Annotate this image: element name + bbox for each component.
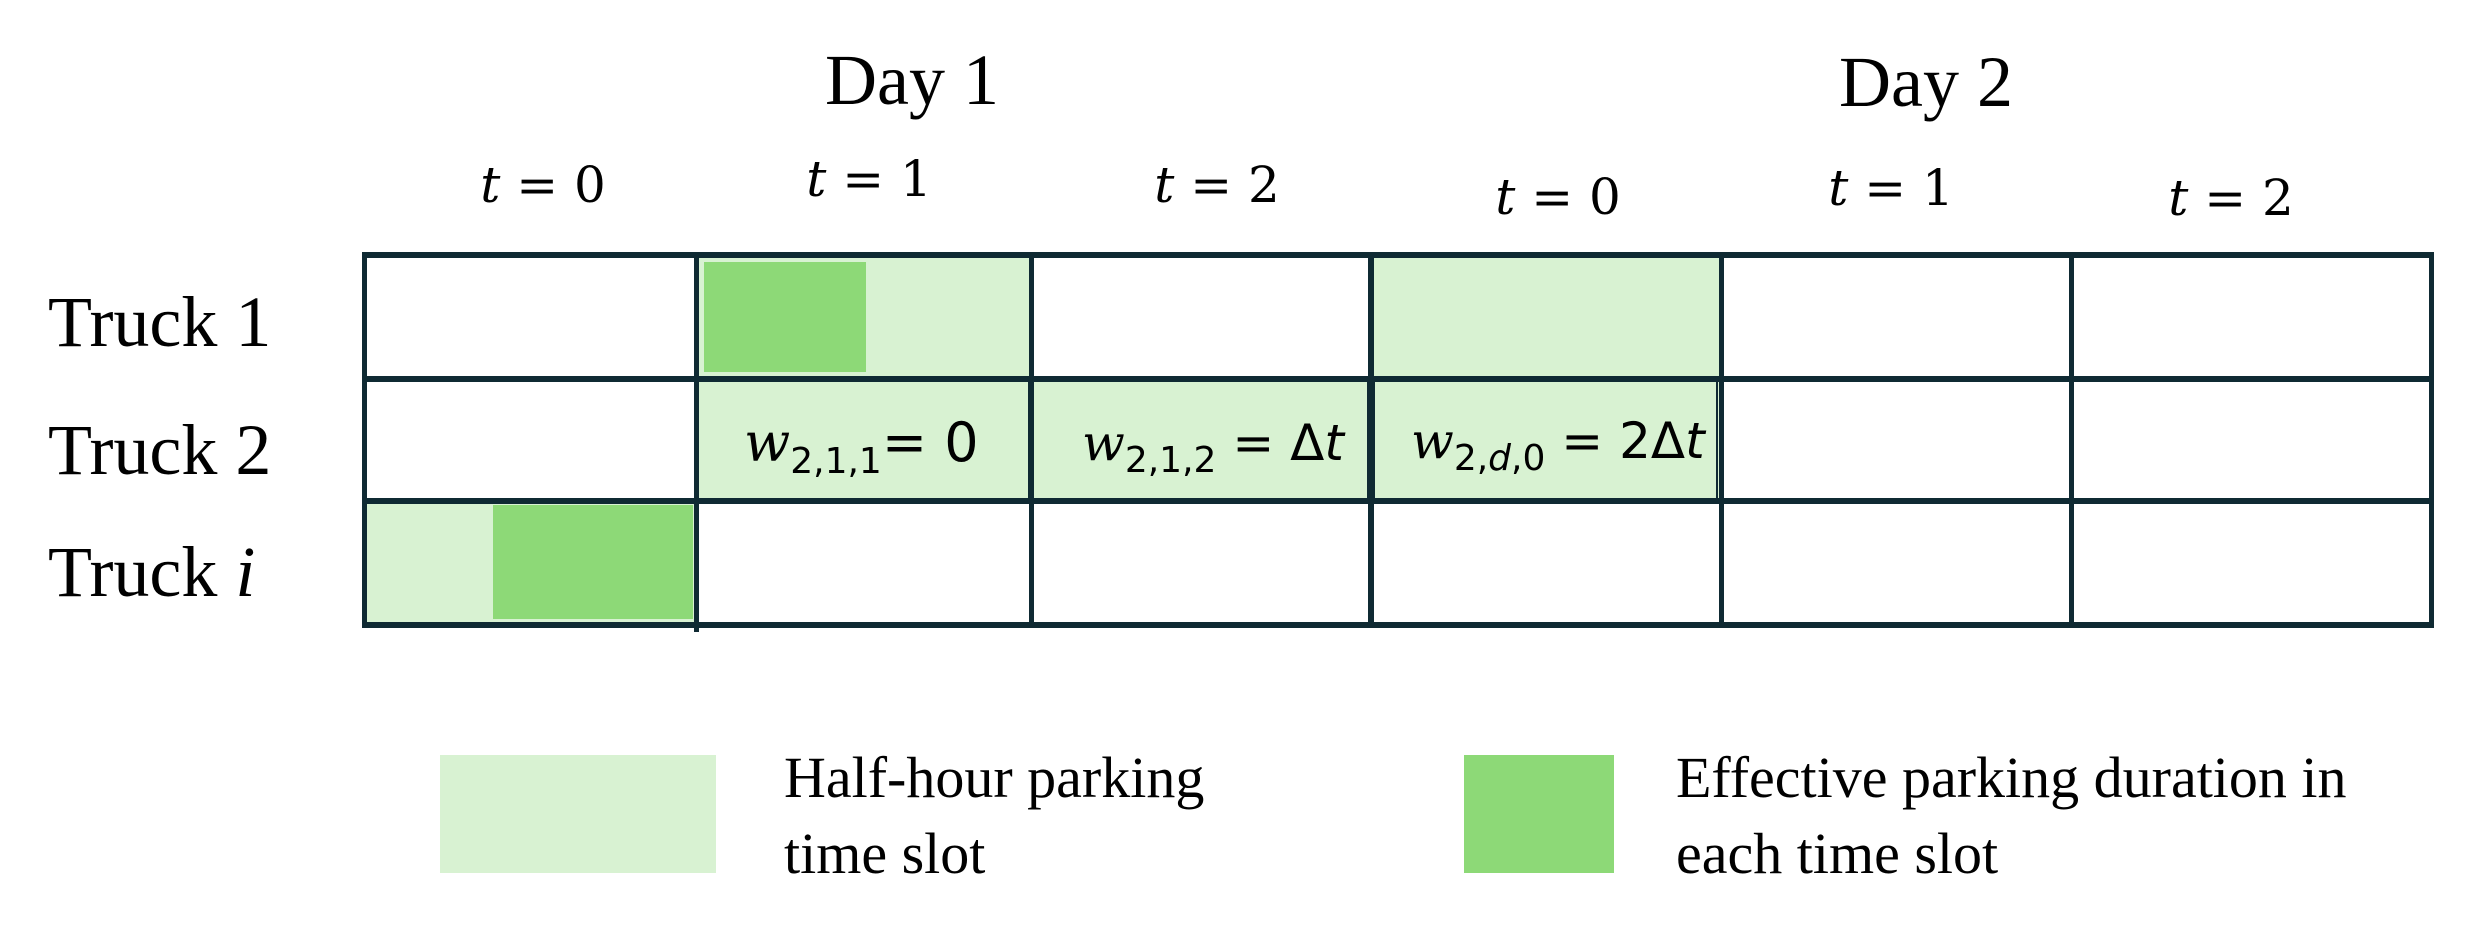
day-2-header: Day 2 (1839, 42, 2013, 122)
cell-truck2-day2-t2 (2071, 379, 2431, 501)
legend-swatch-effective-duration (1464, 755, 1614, 873)
grid-line-v1 (694, 252, 699, 632)
slot-header-day1-t1: t = 1 (806, 150, 932, 208)
cell-trucki-day2-t2 (2071, 501, 2431, 626)
legend-text-half-hour-slot: Half-hour parking time slot (784, 745, 1205, 886)
grid-line-right (2429, 252, 2434, 628)
grid-line-v4 (1719, 252, 1724, 628)
grid-line-top (362, 252, 2434, 258)
day-1-header: Day 1 (825, 40, 999, 120)
highlight-border-truck2-day1-t2 (1032, 380, 1369, 500)
cell-trucki-day2-t0 (1370, 501, 1721, 626)
grid-line-bottom (362, 622, 2434, 628)
row-label-truck-2: Truck 2 (48, 410, 272, 490)
cell-truck1-day1-t0 (364, 255, 696, 379)
cell-truck2-day1-t1 (696, 379, 1031, 501)
slot-header-day1-t2: t = 2 (1154, 156, 1280, 214)
grid-line-left (362, 252, 367, 628)
cell-truck1-day1-t2 (1031, 255, 1370, 379)
highlight-border-truck2-day2-t0 (1373, 380, 1718, 500)
slot-header-day2-t2: t = 2 (2168, 169, 2294, 227)
effective-duration-trucki-day1-t0 (493, 505, 693, 619)
formula-w212: w2,1,2 = Δt (1082, 414, 1344, 481)
legend-swatch-half-hour-slot (440, 755, 716, 873)
slot-header-day2-t0: t = 0 (1495, 168, 1621, 226)
row-label-truck-1: Truck 1 (48, 282, 272, 362)
cell-truck1-day2-t2 (2071, 255, 2431, 379)
cell-truck1-day2-t1 (1721, 255, 2071, 379)
legend-text-effective-duration: Effective parking duration in each time … (1676, 745, 2347, 886)
cell-trucki-day1-t1 (696, 501, 1031, 626)
highlight-border-truck2-day1-t1 (697, 380, 1030, 500)
slot-header-day1-t0: t = 0 (480, 156, 606, 214)
formula-w211: w2,1,1= 0 (744, 411, 979, 482)
cell-truck2-day1-t2 (1031, 379, 1370, 501)
cell-truck1-day2-t0 (1370, 255, 1721, 379)
formula-w2d0: w2,d,0 = 2Δt (1411, 412, 1705, 479)
cell-trucki-day1-t2 (1031, 501, 1370, 626)
cell-truck2-day2-t0 (1370, 379, 1721, 501)
row-label-truck-i: Truck i (48, 532, 256, 612)
grid-line-v5 (2069, 252, 2074, 628)
slot-header-day2-t1: t = 1 (1828, 159, 1954, 217)
effective-duration-truck1-day1-t1 (704, 262, 866, 372)
cell-trucki-day2-t1 (1721, 501, 2071, 626)
grid-line-v2 (1029, 252, 1034, 628)
grid-line-v3 (1368, 252, 1374, 628)
cell-truck2-day1-t0 (364, 379, 696, 501)
grid-line-row2-bottom (362, 498, 2434, 504)
cell-truck2-day2-t1 (1721, 379, 2071, 501)
grid-line-row1-bottom (362, 376, 2434, 382)
